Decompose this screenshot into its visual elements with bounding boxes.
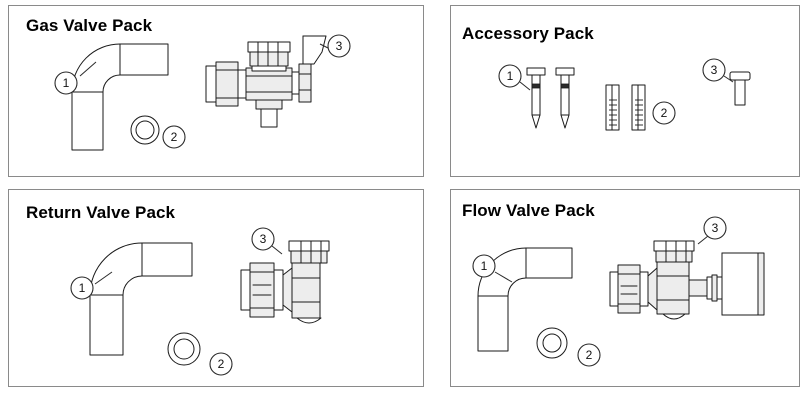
panel-title-flow-valve-pack: Flow Valve Pack <box>462 201 595 220</box>
panel-title-gas-valve-pack: Gas Valve Pack <box>26 16 153 35</box>
panel-title-return-valve-pack: Return Valve Pack <box>26 203 176 222</box>
panel-title-accessory-pack: Accessory Pack <box>462 24 594 43</box>
